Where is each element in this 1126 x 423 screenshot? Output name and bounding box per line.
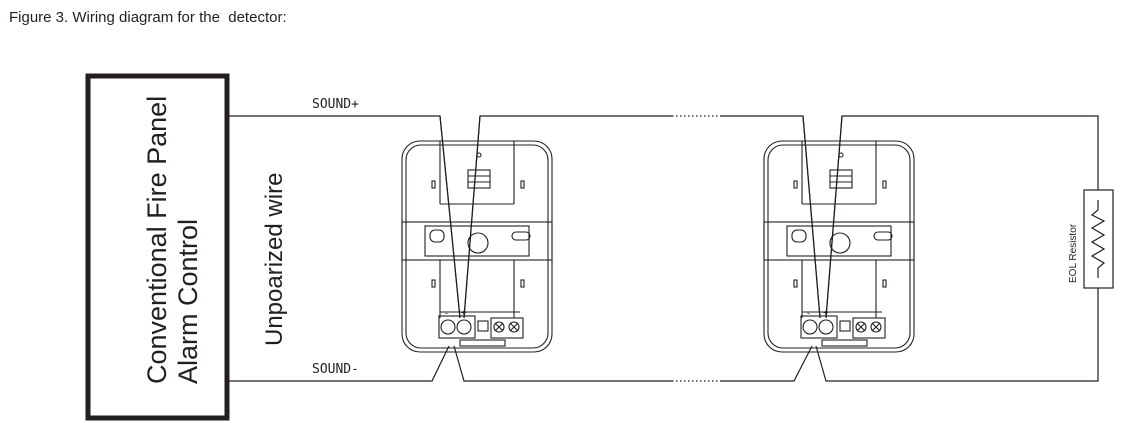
wire-link-top — [463, 115, 821, 319]
detector-base-2 — [763, 140, 915, 353]
sound-plus-label: SOUND+ — [312, 97, 359, 112]
wire-sound-minus — [228, 345, 450, 382]
wire-to-eol-top — [825, 115, 1099, 319]
wire-type-label: Unpoarized wire — [261, 173, 288, 346]
panel-label-line2: Alarm Control — [173, 219, 203, 384]
wire-link-bottom — [453, 345, 813, 382]
wire-to-eol-bottom — [815, 288, 1099, 382]
detector-2-terminal-plus: + — [823, 308, 828, 318]
detector-1-terminal-minus: - — [445, 308, 448, 318]
eol-resistor — [1083, 189, 1114, 289]
detector-base-1 — [401, 140, 553, 353]
figure-caption: Figure 3. Wiring diagram for the detecto… — [9, 9, 287, 26]
panel-label-line1: Conventional Fire Panel — [142, 96, 172, 384]
terminal-wire-overlay — [439, 115, 843, 319]
control-panel-box — [85, 73, 230, 421]
eol-resistor-label: EOL Resistor — [1068, 223, 1079, 283]
detector-2-terminal-minus: - — [807, 308, 810, 318]
sound-minus-label: SOUND- — [312, 362, 359, 377]
detector-1-terminal-plus: + — [461, 308, 466, 318]
